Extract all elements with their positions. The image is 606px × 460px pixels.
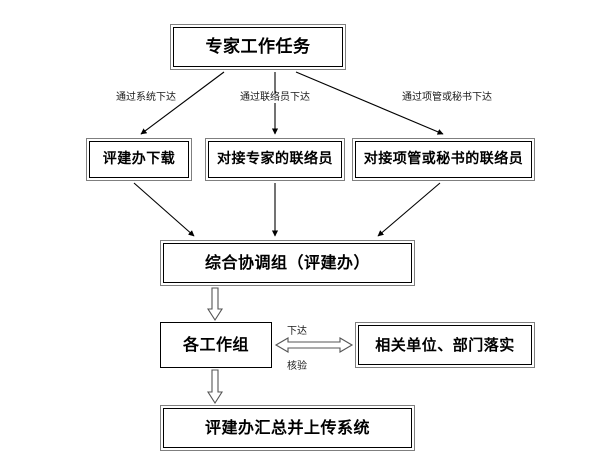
node-pm-secretary-liaison[interactable]: 对接项管或秘书的联络员 [352, 138, 535, 181]
node-expert-work-task[interactable]: 专家工作任务 [170, 24, 346, 70]
node-summary-upload-label: 评建办汇总并上传系统 [163, 408, 412, 448]
edge-label-via-liaison: 通过联络员下达 [238, 92, 312, 103]
node-coordination-group-label: 综合协调组（评建办） [163, 243, 412, 283]
node-related-units-label: 相关单位、部门落实 [358, 325, 532, 365]
node-pm-secretary-liaison-label: 对接项管或秘书的联络员 [355, 141, 532, 178]
edge-title-to-pm-liaison [295, 71, 444, 135]
edge-label-via-pm-secretary: 通过项管或秘书下达 [400, 92, 494, 103]
block-arrow-workgroup-units-bidirectional [274, 337, 354, 353]
node-summary-upload[interactable]: 评建办汇总并上传系统 [160, 405, 415, 451]
edge-download-to-coordination [133, 182, 195, 237]
edge-pm-liaison-to-coordination [377, 182, 441, 237]
edge-label-dispatch: 下达 [285, 326, 309, 337]
node-related-units[interactable]: 相关单位、部门落实 [355, 322, 535, 368]
block-arrow-coordination-to-workgroup [206, 287, 224, 322]
node-download-office-label: 评建办下载 [89, 141, 189, 178]
block-arrow-workgroup-to-summary [206, 369, 224, 405]
node-download-office[interactable]: 评建办下载 [86, 138, 192, 181]
edge-title-to-download [140, 71, 225, 135]
node-work-groups-label: 各工作组 [182, 335, 249, 355]
node-expert-liaison[interactable]: 对接专家的联络员 [205, 138, 345, 181]
edge-label-via-system: 通过系统下达 [114, 92, 178, 103]
edge-label-verify: 核验 [285, 361, 309, 372]
node-expert-work-task-label: 专家工作任务 [173, 27, 343, 67]
node-expert-liaison-label: 对接专家的联络员 [208, 141, 342, 178]
node-coordination-group[interactable]: 综合协调组（评建办） [160, 240, 415, 286]
node-work-groups[interactable]: 各工作组 [160, 322, 272, 368]
